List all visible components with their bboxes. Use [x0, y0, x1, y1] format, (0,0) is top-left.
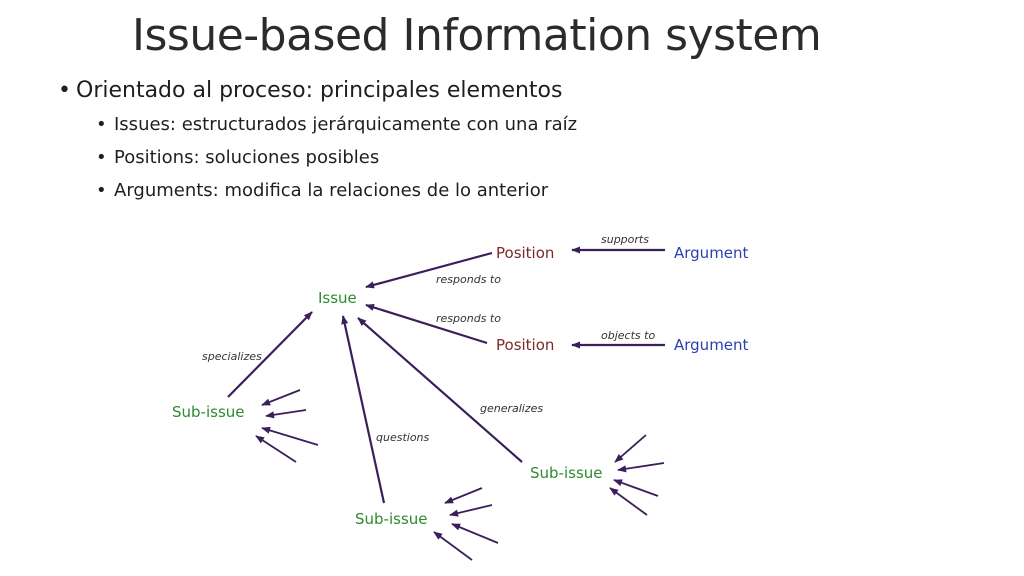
- stub-arrow: [444, 487, 483, 504]
- stub-arrow: [449, 504, 493, 517]
- node-position-top: Position: [496, 244, 554, 262]
- edge-label-questions: questions: [376, 431, 430, 444]
- stub-arrow: [609, 487, 648, 516]
- bullet-text: Orientado al proceso: principales elemen…: [76, 78, 563, 103]
- stub-arrow: [451, 523, 499, 544]
- node-subissue-right: Sub-issue: [530, 464, 603, 482]
- node-subissue-bottom: Sub-issue: [355, 510, 428, 528]
- bullet-level1: • Orientado al proceso: principales elem…: [58, 74, 577, 108]
- edge-questions: [341, 315, 386, 504]
- bullet-text: Issues: estructurados jerárquicamente co…: [114, 114, 578, 135]
- node-issue: Issue: [318, 289, 357, 307]
- bullet-level2: • Issues: estructurados jerárquicamente …: [58, 108, 577, 141]
- edge-generalizes: [357, 317, 523, 463]
- node-argument-top: Argument: [674, 244, 749, 262]
- stub-arrow: [261, 389, 301, 406]
- node-position-bottom: Position: [496, 336, 554, 354]
- edge-specializes: [227, 311, 313, 398]
- stub-arrow: [265, 409, 307, 419]
- edge-responds-to-bottom: [365, 303, 488, 345]
- bullet-level2: • Arguments: modifica la relaciones de l…: [58, 174, 577, 207]
- edge-label-responds-to-bottom: responds to: [436, 312, 501, 325]
- edge-responds-to-top: [365, 251, 493, 289]
- edge-label-objects-to: objects to: [601, 329, 655, 342]
- stub-arrow: [255, 435, 297, 463]
- bullet-level2: • Positions: soluciones posibles: [58, 141, 577, 174]
- stub-arrow: [614, 434, 647, 463]
- bullet-dot: •: [96, 114, 107, 135]
- edge-label-supports: supports: [601, 233, 649, 246]
- bullet-text: Positions: soluciones posibles: [114, 147, 380, 168]
- edge-label-generalizes: generalizes: [480, 402, 543, 415]
- bullet-dot: •: [96, 180, 107, 201]
- bullet-text: Arguments: modifica la relaciones de lo …: [114, 180, 549, 201]
- stub-arrows: [255, 389, 665, 561]
- edge-label-specializes: specializes: [202, 350, 262, 363]
- edges: [227, 246, 665, 504]
- stub-arrow: [261, 426, 319, 446]
- stub-arrow: [617, 462, 665, 473]
- stub-arrow: [433, 531, 473, 561]
- bullet-dot: •: [58, 78, 71, 103]
- slide-title: Issue-based Information system: [132, 10, 822, 61]
- bullet-list: • Orientado al proceso: principales elem…: [58, 74, 577, 207]
- stub-arrow: [613, 479, 659, 497]
- edge-label-responds-to-top: responds to: [436, 273, 501, 286]
- node-subissue-left: Sub-issue: [172, 403, 245, 421]
- node-argument-bottom: Argument: [674, 336, 749, 354]
- bullet-dot: •: [96, 147, 107, 168]
